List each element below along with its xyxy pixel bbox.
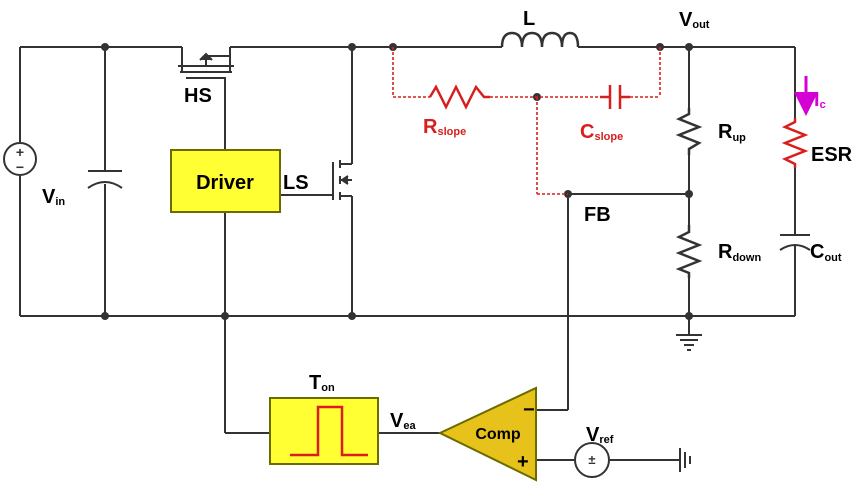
- cout-sub: out: [824, 252, 841, 264]
- slope-network-wires: [392, 47, 661, 195]
- plus-minus-icon: ±: [588, 452, 595, 467]
- junction-dot: [101, 312, 109, 320]
- comparator-triangle: [437, 386, 537, 482]
- vout-label: Vout: [679, 9, 710, 31]
- comp-label: Comp: [475, 426, 521, 443]
- rup-main: R: [718, 121, 733, 143]
- vea-label: Vea: [390, 410, 416, 432]
- output-capacitor: [779, 234, 811, 251]
- junction-dot: [101, 43, 109, 51]
- rdown-label: Rdown: [718, 241, 761, 264]
- ton-sub: on: [321, 382, 335, 394]
- vin-source: + −: [3, 142, 37, 176]
- vea-sub: ea: [403, 420, 416, 432]
- plus-icon: +: [16, 144, 24, 160]
- wires: [19, 46, 796, 461]
- vout-sub: out: [692, 19, 709, 31]
- vea-main: V: [390, 410, 404, 432]
- driver-label: Driver: [196, 172, 254, 194]
- vout-main: V: [679, 9, 693, 31]
- junction-dot: [348, 43, 356, 51]
- hs-mosfet: [178, 52, 234, 79]
- cslope-sub: slope: [594, 131, 623, 143]
- junction-dot: [221, 312, 229, 320]
- rslope-label: Rslope: [423, 116, 466, 138]
- cslope-label: Cslope: [580, 121, 623, 143]
- cout-label: Cout: [810, 241, 842, 264]
- ton-box: [269, 397, 379, 465]
- pulse-icon: [290, 405, 368, 457]
- rslope-resistor: [428, 84, 490, 110]
- rslope-sub: slope: [437, 126, 466, 138]
- driver-box: [170, 149, 281, 213]
- junction-dot: [685, 43, 693, 51]
- rup-label: Rup: [718, 121, 746, 144]
- minus-icon: −: [16, 159, 24, 175]
- rup-resistor: [675, 108, 703, 155]
- ic-label: Ic: [814, 89, 826, 111]
- vref-main: V: [586, 424, 600, 446]
- cslope-main: C: [580, 121, 594, 143]
- hs-label: HS: [184, 85, 212, 107]
- vin-sub: in: [55, 196, 65, 208]
- input-capacitor: [87, 170, 123, 189]
- junction-dot: [348, 312, 356, 320]
- vin-label: Vin: [42, 186, 65, 208]
- cslope-capacitor: [600, 85, 630, 109]
- junction-dots: [101, 43, 693, 320]
- fb-label: FB: [584, 204, 611, 226]
- rdown-main: R: [718, 241, 733, 263]
- vref-label: Vref: [586, 424, 614, 446]
- ls-mosfet: [332, 160, 353, 200]
- rdown-resistor: [675, 225, 703, 278]
- esr-resistor: [781, 118, 809, 168]
- junction-dot: [685, 190, 693, 198]
- rslope-main: R: [423, 116, 438, 138]
- vref-sub: ref: [599, 434, 613, 446]
- vref-source: ±: [574, 442, 610, 478]
- ls-label: LS: [283, 172, 309, 194]
- inductor: [500, 31, 580, 48]
- ground-icon: [676, 334, 702, 351]
- inductor-label: L: [523, 8, 535, 30]
- junction-dot: [685, 312, 693, 320]
- ic-main: I: [814, 89, 820, 111]
- cout-main: C: [810, 241, 824, 263]
- esr-label: ESR: [811, 144, 853, 166]
- ton-label: Ton: [309, 372, 335, 394]
- vin-main: V: [42, 186, 56, 208]
- comp-minus-label: −: [523, 399, 535, 421]
- rdown-sub: down: [732, 252, 761, 264]
- comp-plus-label: +: [517, 451, 529, 473]
- rup-sub: up: [732, 132, 746, 144]
- ic-sub: c: [820, 99, 826, 111]
- vref-ground-icon: [679, 448, 691, 472]
- ton-main: T: [309, 372, 321, 394]
